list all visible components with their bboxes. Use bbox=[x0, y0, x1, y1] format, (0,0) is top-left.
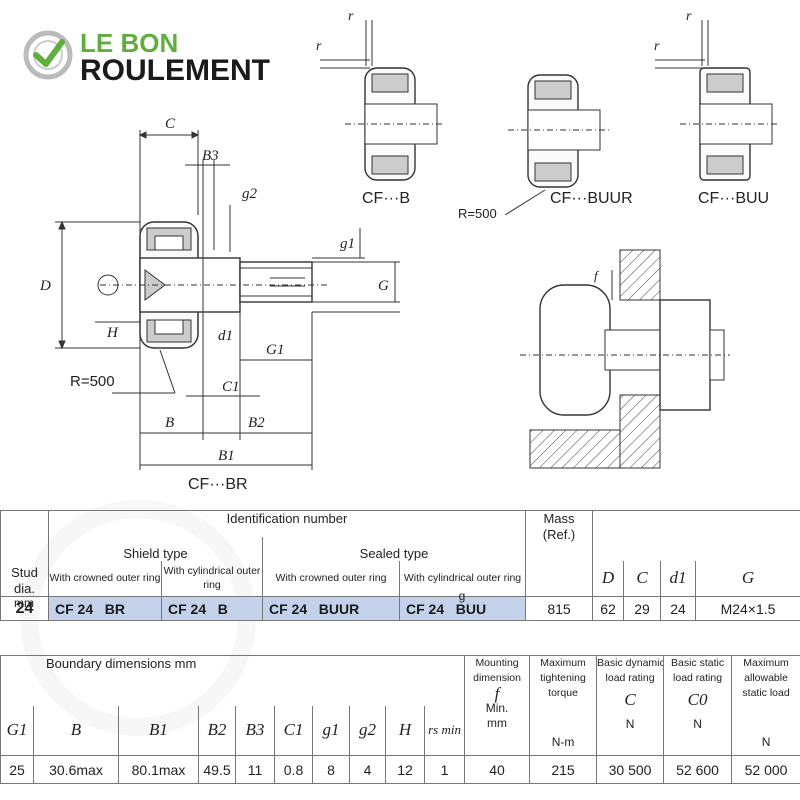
col-G1: G1 bbox=[0, 705, 34, 756]
rsmin-value: 1 bbox=[423, 755, 466, 784]
dynamic-load-value: 30 500 bbox=[596, 755, 665, 784]
id-buur: CF 24 BUUR bbox=[262, 596, 400, 621]
variant-buur-drawing bbox=[504, 74, 610, 216]
brand-line2: ROULEMENT bbox=[80, 54, 270, 87]
dim-G: G bbox=[378, 278, 389, 294]
mass-unit-label: g bbox=[458, 589, 466, 603]
col-C: C bbox=[623, 560, 661, 597]
id-buu: CF 24 BUU bbox=[399, 596, 526, 621]
col-B3: B3 bbox=[235, 705, 275, 756]
torque-header: Maximum tightening torque N-m bbox=[529, 655, 598, 756]
mounting-value: 40 bbox=[464, 755, 531, 784]
sealed-type-header: Sealed type bbox=[262, 536, 526, 561]
radius-buur: R=500 bbox=[458, 206, 497, 221]
g1-value: 8 bbox=[312, 755, 350, 784]
dim-r-b-side: r bbox=[316, 39, 322, 54]
G-value: M24×1.5 bbox=[695, 596, 800, 621]
boundary-table: Boundary dimensions mm Mounting dimensio… bbox=[0, 655, 800, 784]
dim-B3: B3 bbox=[202, 148, 219, 164]
col-g2: g2 bbox=[349, 705, 386, 756]
B2-value: 49.5 bbox=[198, 755, 236, 784]
col-C1: C1 bbox=[274, 705, 313, 756]
dim-B: B bbox=[165, 415, 174, 431]
dim-r-b: r bbox=[348, 9, 354, 24]
C1-value: 0.8 bbox=[274, 755, 313, 784]
torque-value: 215 bbox=[529, 755, 598, 784]
mounting-header: Mounting dimension f Min. mm bbox=[464, 655, 531, 756]
main-roller-drawing bbox=[55, 130, 400, 470]
dim-B2: B2 bbox=[248, 415, 265, 431]
C-value: 29 bbox=[623, 596, 661, 621]
static-load-header: Basic static load rating C0 N bbox=[663, 655, 733, 756]
mounting-drawing bbox=[520, 249, 730, 469]
dim-d1: d1 bbox=[218, 328, 233, 344]
col-d1: d1 bbox=[660, 560, 696, 597]
identification-table: Stud dia. Identification number Mass (Re… bbox=[0, 510, 800, 621]
col-B2: B2 bbox=[198, 705, 236, 756]
mass-header: Mass (Ref.) bbox=[525, 510, 593, 597]
id-br: CF 24 BR bbox=[48, 596, 162, 621]
B-value: 30.6max bbox=[33, 755, 119, 784]
d1-value: 24 bbox=[660, 596, 696, 621]
dim-f: f bbox=[594, 268, 600, 283]
dim-C1: C1 bbox=[222, 379, 240, 395]
variant-buu-drawing bbox=[655, 20, 780, 181]
variant-caption-buur: CF···BUUR bbox=[550, 190, 633, 207]
boundary-header: Boundary dimensions mm bbox=[0, 655, 466, 706]
g2-value: 4 bbox=[349, 755, 386, 784]
col-g1: g1 bbox=[312, 705, 350, 756]
dim-C: C bbox=[165, 116, 176, 132]
dim-H: H bbox=[106, 325, 119, 341]
variant-caption-b: CF···B bbox=[362, 190, 410, 207]
col-B: B bbox=[33, 705, 119, 756]
dim-r-buu: r bbox=[686, 9, 692, 24]
brand-line1: LE BON bbox=[80, 28, 178, 58]
stud-dia-header: Stud dia. bbox=[0, 510, 49, 597]
check-icon bbox=[33, 39, 65, 67]
shield-type-header: Shield type bbox=[48, 536, 263, 561]
dim-B1: B1 bbox=[218, 448, 235, 464]
D-value: 62 bbox=[592, 596, 624, 621]
radius-main: R=500 bbox=[70, 373, 115, 390]
id-b: CF 24 B bbox=[161, 596, 263, 621]
col-rsmin: rs min bbox=[423, 705, 466, 756]
ident-header: Identification number bbox=[48, 510, 526, 537]
B1-value: 80.1max bbox=[118, 755, 199, 784]
dim-g2: g2 bbox=[242, 186, 258, 202]
subheader-shield-crowned: With crowned outer ring bbox=[48, 560, 162, 597]
G1-value: 25 bbox=[0, 755, 34, 784]
dims-spacer bbox=[592, 510, 800, 561]
dim-G1: G1 bbox=[266, 342, 284, 358]
max-load-header: Maximum allowable static load N bbox=[731, 655, 800, 756]
subheader-sealed-crowned: With crowned outer ring bbox=[262, 560, 400, 597]
technical-drawing: LE BON ROULEMENT bbox=[23, 9, 780, 493]
variant-caption-buu: CF···BUU bbox=[698, 190, 769, 207]
B3-value: 11 bbox=[235, 755, 275, 784]
stud-unit: mm bbox=[14, 596, 34, 610]
col-H: H bbox=[385, 705, 425, 756]
main-caption: CF···BR bbox=[188, 476, 248, 493]
main-drawing-labels: C B3 g2 g1 D G H d1 G1 C1 B B2 B1 bbox=[39, 116, 389, 464]
col-D: D bbox=[592, 560, 624, 597]
dim-g1: g1 bbox=[340, 236, 355, 252]
col-G: G bbox=[695, 560, 800, 597]
brand-logo: LE BON ROULEMENT bbox=[23, 28, 270, 87]
variant-b-drawing bbox=[320, 20, 445, 181]
dynamic-load-header: Basic dynamic load rating C N bbox=[596, 655, 665, 756]
max-load-value: 52 000 bbox=[731, 755, 800, 784]
mass-value: 815 bbox=[525, 596, 593, 621]
dim-r-buu-side: r bbox=[654, 39, 660, 54]
dim-D: D bbox=[39, 278, 51, 294]
H-value: 12 bbox=[385, 755, 425, 784]
subheader-shield-cylindrical: With cylindrical outer ring bbox=[161, 560, 263, 597]
static-load-value: 52 600 bbox=[663, 755, 733, 784]
col-B1: B1 bbox=[118, 705, 199, 756]
